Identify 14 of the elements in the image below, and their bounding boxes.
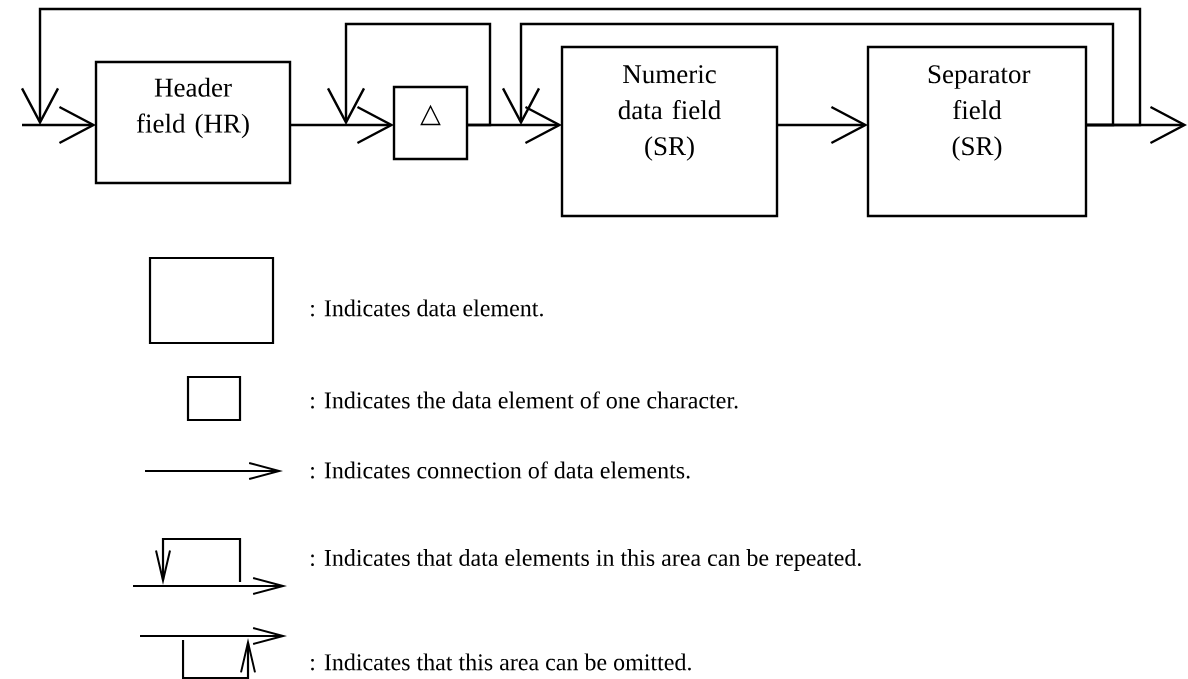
legend-text: : Indicates that this area can be omitted. — [311, 653, 691, 671]
field-box: Numeric data field (SR) — [560, 45, 779, 218]
arrow — [777, 105, 868, 145]
legend-text: : Indicates the data element of one character. — [311, 391, 738, 409]
field-box: Separator field (SR) — [866, 45, 1088, 218]
arrow — [326, 22, 492, 127]
legend-text: : Indicates connection of data elements. — [311, 461, 690, 479]
field-box: △ — [392, 85, 469, 161]
arrow — [20, 7, 1142, 127]
arrow — [501, 22, 1115, 127]
field-box: Header field (HR) — [94, 60, 292, 185]
legend-text: : Indicates data element. — [311, 299, 543, 317]
legend-text: : Indicates that data elements in this area can be repeated. — [311, 549, 861, 571]
arrow — [290, 105, 394, 145]
